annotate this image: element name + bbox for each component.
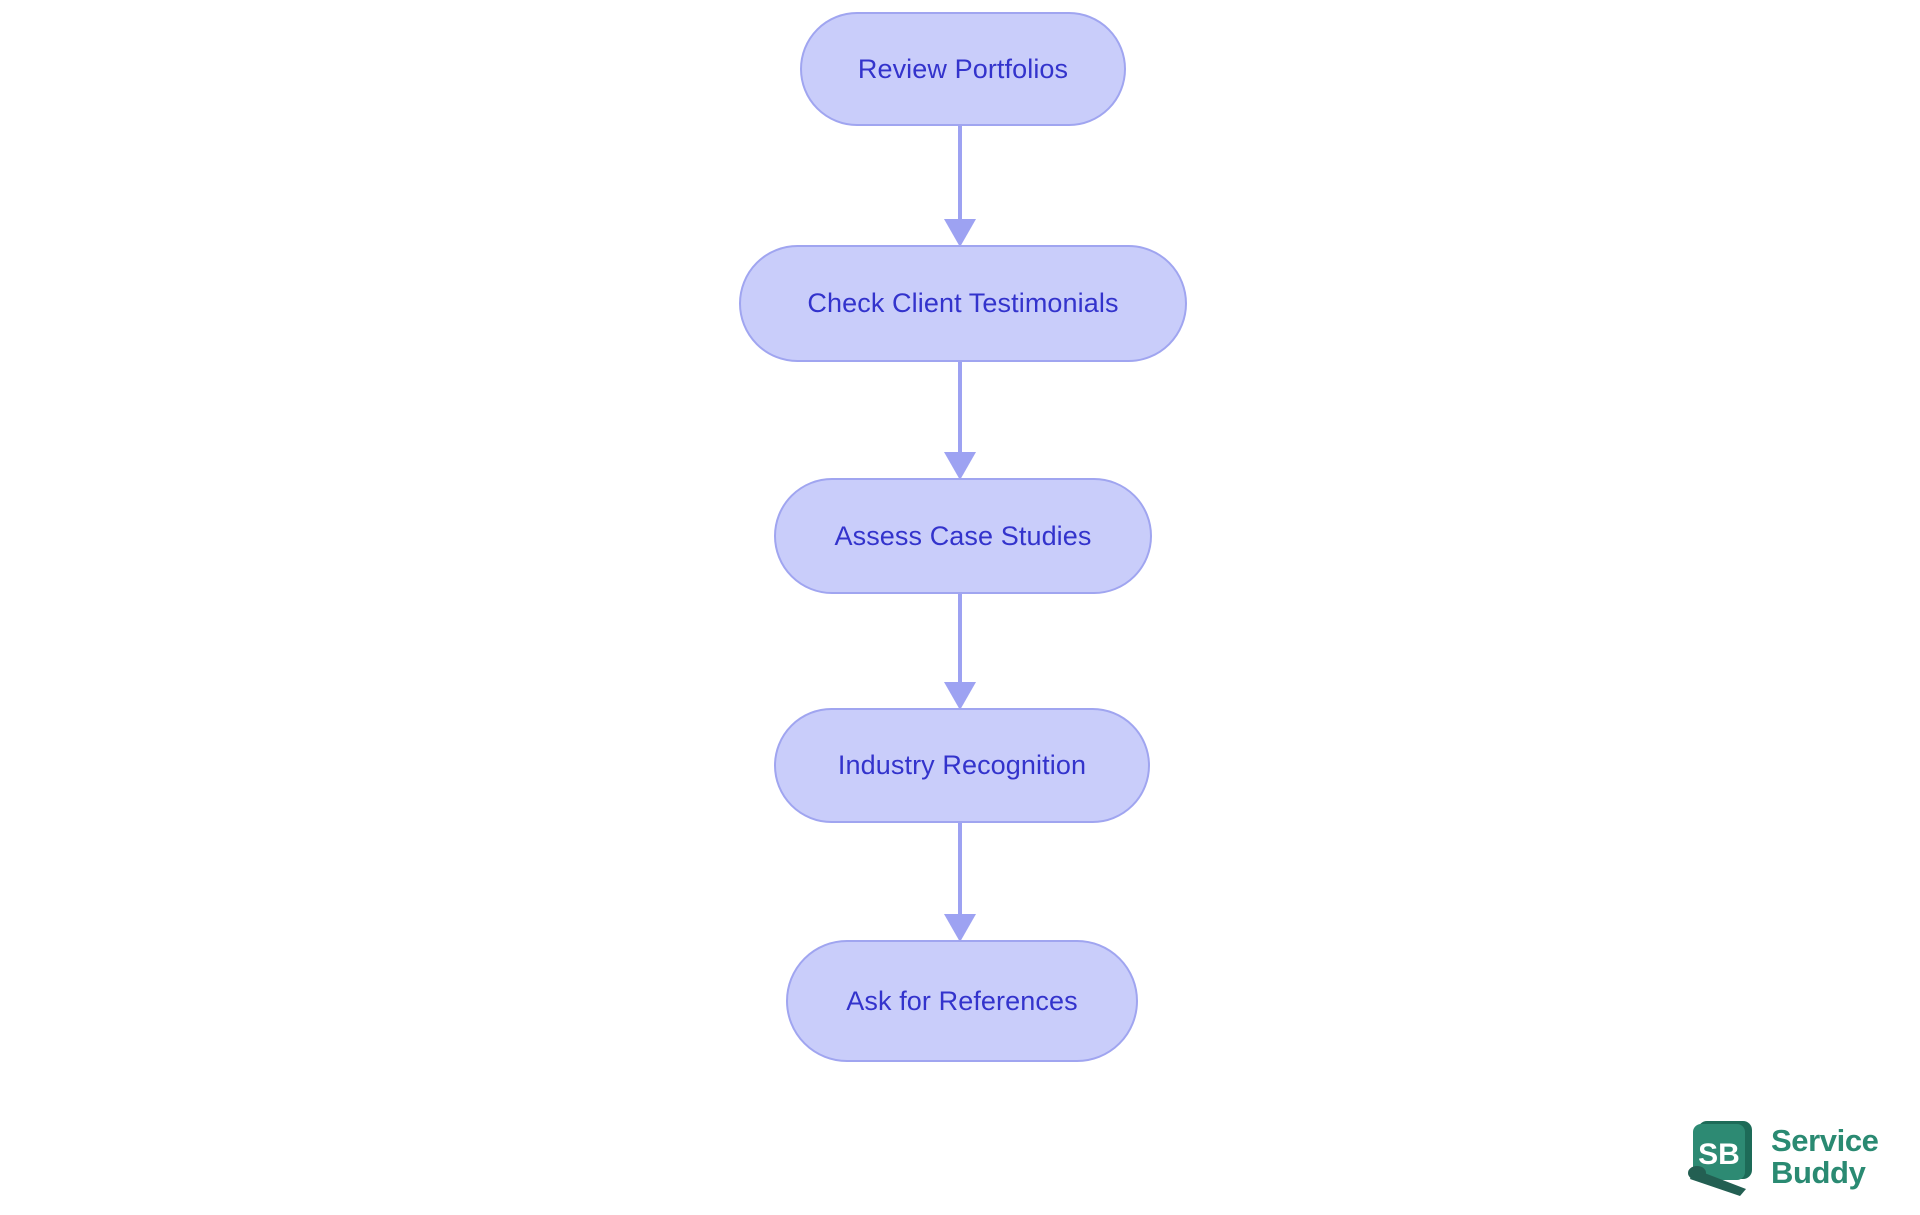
- flowchart-node-check-client-testimonials[interactable]: Check Client Testimonials: [739, 245, 1187, 362]
- edge-industry-recognition-to-ask-for-references: [944, 823, 976, 942]
- node-label: Check Client Testimonials: [807, 288, 1119, 318]
- logo-initials: SB: [1698, 1138, 1740, 1171]
- service-buddy-wordmark: Service Buddy: [1771, 1125, 1879, 1188]
- logo-word-service: Service: [1771, 1123, 1879, 1159]
- flowchart-node-review-portfolios[interactable]: Review Portfolios: [800, 12, 1126, 126]
- node-label: Review Portfolios: [857, 53, 1069, 84]
- flowchart-node-assess-case-studies[interactable]: Assess Case Studies: [774, 478, 1152, 594]
- edge-check-client-testimonials-to-assess-case-studies: [944, 362, 976, 480]
- edge-review-portfolios-to-check-client-testimonials: [944, 126, 976, 247]
- node-label: Assess Case Studies: [834, 520, 1092, 551]
- logo-word-buddy: Buddy: [1771, 1155, 1866, 1190]
- node-label: Ask for References: [846, 985, 1078, 1016]
- flowchart-node-industry-recognition[interactable]: Industry Recognition: [774, 708, 1150, 823]
- service-buddy-logo: SB Service Buddy: [1688, 1113, 1898, 1201]
- flowchart-node-ask-for-references[interactable]: Ask for References: [786, 940, 1138, 1062]
- node-label: Industry Recognition: [837, 750, 1087, 780]
- edge-assess-case-studies-to-industry-recognition: [944, 594, 976, 710]
- service-buddy-logo-mark-icon: SB: [1688, 1117, 1760, 1197]
